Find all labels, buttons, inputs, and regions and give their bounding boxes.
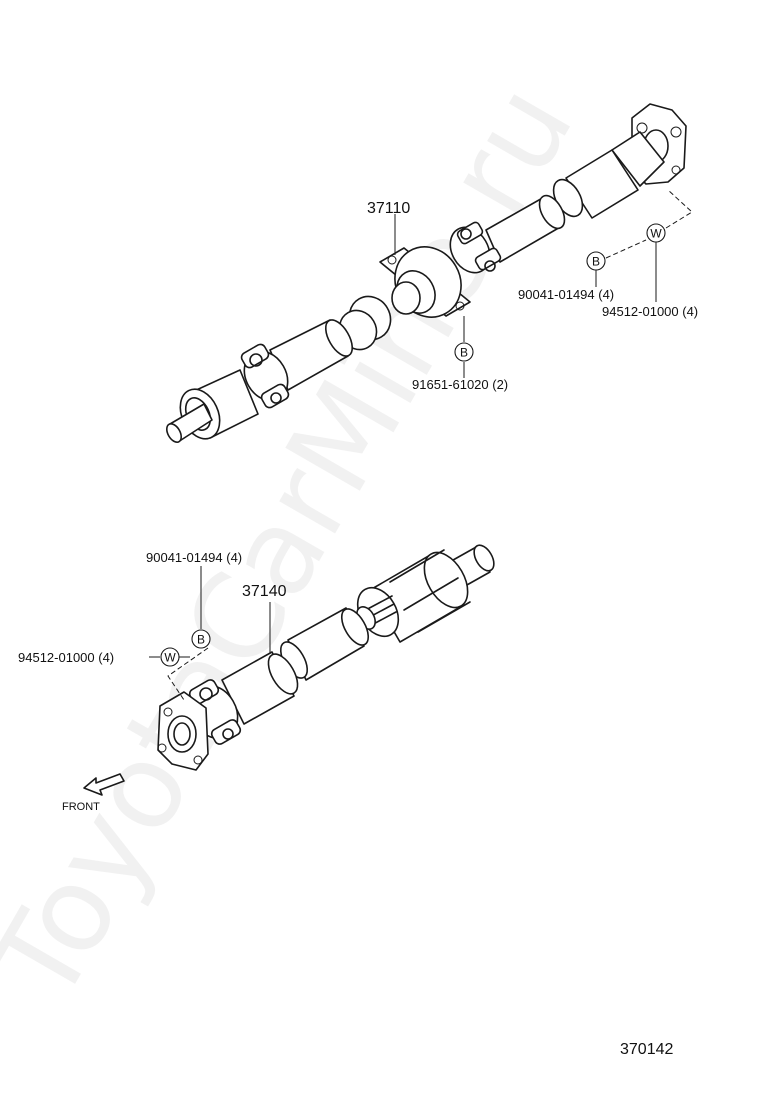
svg-text:B: B <box>592 255 600 269</box>
front-direction-indicator: FRONT <box>62 773 125 813</box>
upper-middle-tube <box>485 194 566 263</box>
upper-front-universal-joint <box>240 343 290 409</box>
upper-flange-bolt-callout: B <box>586 251 606 271</box>
front-arrow-icon <box>83 773 125 796</box>
upper-center-universal-joint <box>449 221 502 274</box>
lower-propeller-shaft <box>157 544 495 771</box>
center-support-bearing <box>379 246 471 318</box>
lower-front-tube <box>221 651 299 725</box>
lower-flange-washer-callout: W <box>160 647 180 667</box>
part-label-bracket-bolt: 91651-61020 (2) <box>412 377 508 392</box>
part-label-lower-flange-bolt: 90041-01494 (4) <box>146 550 242 565</box>
upper-rear-flange <box>611 103 687 187</box>
svg-text:B: B <box>197 633 205 647</box>
part-label-37110: 37110 <box>367 200 410 217</box>
part-label-upper-flange-washer: 94512-01000 (4) <box>602 304 698 319</box>
lower-middle-tube <box>279 607 370 681</box>
lower-center-bearing <box>369 549 471 643</box>
upper-front-stub-shaft <box>165 403 213 443</box>
svg-text:W: W <box>164 651 176 665</box>
front-label: FRONT <box>62 801 100 813</box>
bracket-bolt-callout: B <box>454 342 474 362</box>
part-label-37140: 37140 <box>242 583 287 600</box>
figure-number: 370142 <box>620 1041 673 1058</box>
upper-propeller-shaft <box>165 103 687 443</box>
lower-flange-bolt-callout: B <box>191 629 211 649</box>
part-label-lower-flange-washer: 94512-01000 (4) <box>18 650 114 665</box>
upper-flange-washer-callout: W <box>646 223 666 243</box>
lower-front-flange <box>157 691 209 771</box>
svg-text:W: W <box>650 227 662 241</box>
svg-text:B: B <box>460 346 468 360</box>
part-label-upper-flange-bolt: 90041-01494 (4) <box>518 287 614 302</box>
watermark: ToyotaCarMine.ru <box>0 62 600 1025</box>
